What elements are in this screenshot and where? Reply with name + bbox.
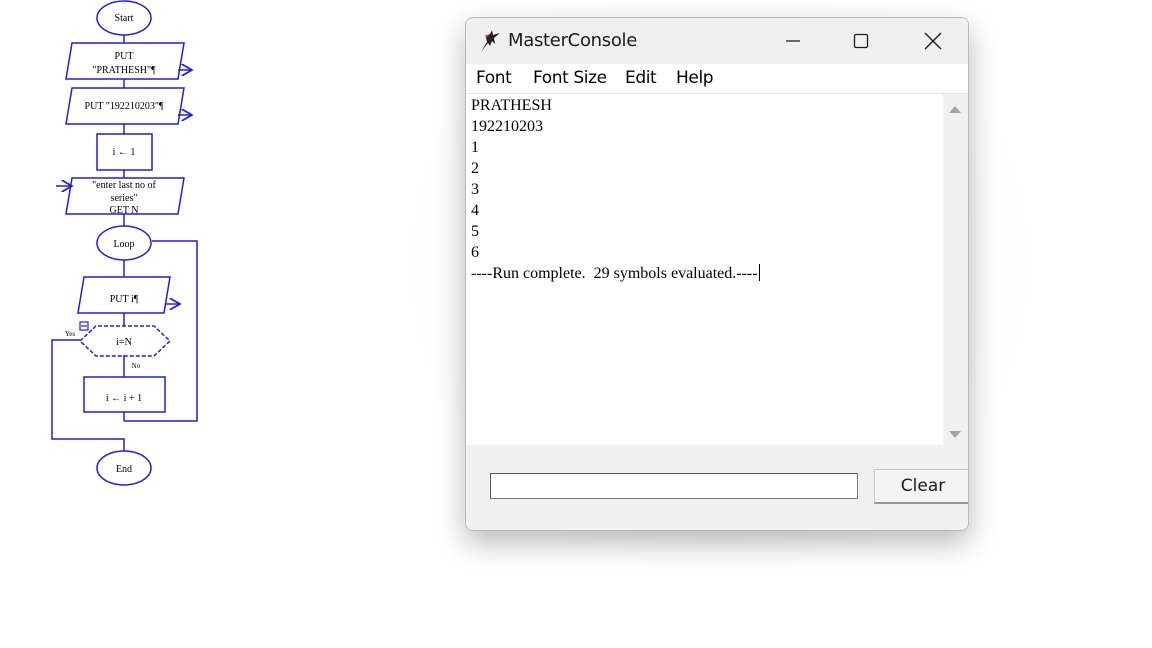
clear-button[interactable]: Clear — [874, 469, 968, 504]
vertical-scrollbar[interactable] — [943, 94, 966, 445]
menu-bar: Font Font Size Edit Help — [466, 64, 968, 94]
masterconsole-window: MasterConsole Font Font Size Edit Help P… — [465, 17, 969, 531]
output-line: 5 — [471, 223, 479, 240]
input-panel: Clear — [466, 445, 968, 530]
loop-terminal — [96, 225, 152, 261]
prompt-label-2: series" — [111, 193, 138, 204]
loop-label: Loop — [113, 239, 134, 250]
menu-help[interactable]: Help — [676, 68, 714, 88]
output-line: 3 — [471, 181, 479, 198]
output-line: 2 — [471, 160, 479, 177]
condition-label: i=N — [116, 337, 132, 348]
prompt-label-1: "enter last no of — [92, 180, 156, 191]
window-title: MasterConsole — [508, 30, 638, 51]
output-line: 6 — [471, 244, 479, 261]
output-line: 192210203 — [471, 118, 543, 135]
menu-edit[interactable]: Edit — [625, 68, 657, 88]
output-line: 4 — [471, 202, 479, 219]
run-complete-text: ----Run complete. 29 symbols evaluated.-… — [471, 265, 758, 282]
output-line: PRATHESH — [471, 97, 552, 114]
yes-label: Yes — [65, 330, 75, 338]
increment-box — [83, 376, 166, 413]
output-line-last: ----Run complete. 29 symbols evaluated.-… — [471, 263, 760, 284]
maximize-icon — [853, 33, 869, 49]
scroll-down-arrow-icon[interactable] — [948, 427, 962, 445]
close-button[interactable] — [902, 18, 964, 64]
scroll-up-arrow-icon[interactable] — [948, 101, 962, 119]
no-label: No — [132, 362, 141, 370]
title-bar[interactable]: MasterConsole — [466, 18, 968, 64]
minimize-button[interactable] — [762, 18, 824, 64]
put-id-label: PUT "192210203"¶ — [85, 101, 164, 112]
increment-label: i ← i + 1 — [106, 393, 142, 404]
menu-font[interactable]: Font — [476, 68, 512, 88]
start-label: Start — [115, 13, 134, 24]
put-name-label-1: PUT — [115, 51, 134, 62]
put-name-box — [65, 42, 185, 80]
console-input[interactable] — [490, 473, 858, 499]
put-name-label-2: "PRATHESH"¶ — [92, 65, 156, 76]
condition-diamond — [78, 325, 172, 357]
output-line: 1 — [471, 139, 479, 156]
close-icon — [924, 32, 942, 50]
end-terminal — [96, 450, 152, 486]
assign-i-label: i ← 1 — [113, 147, 136, 158]
minimize-icon — [786, 40, 800, 42]
console-output[interactable]: PRATHESH 192210203 1 2 3 4 5 6 ----Run c… — [466, 94, 943, 445]
put-i-label: PUT i¶ — [110, 294, 139, 305]
text-caret — [758, 264, 760, 281]
put-i-box — [77, 276, 171, 314]
maximize-button[interactable] — [830, 18, 892, 64]
assign-i-box — [96, 133, 153, 171]
flowchart-diagram: Start PUT "PRATHESH"¶ PUT "192210203"¶ i… — [51, 0, 198, 486]
prompt-label-3: GET N — [110, 205, 139, 216]
app-dinosaur-icon — [478, 28, 504, 59]
start-terminal — [96, 0, 152, 36]
collapse-marker-icon — [79, 321, 89, 331]
end-label: End — [116, 464, 132, 475]
get-n-box — [65, 177, 185, 215]
put-id-box — [65, 87, 185, 125]
menu-font-size[interactable]: Font Size — [533, 68, 607, 88]
